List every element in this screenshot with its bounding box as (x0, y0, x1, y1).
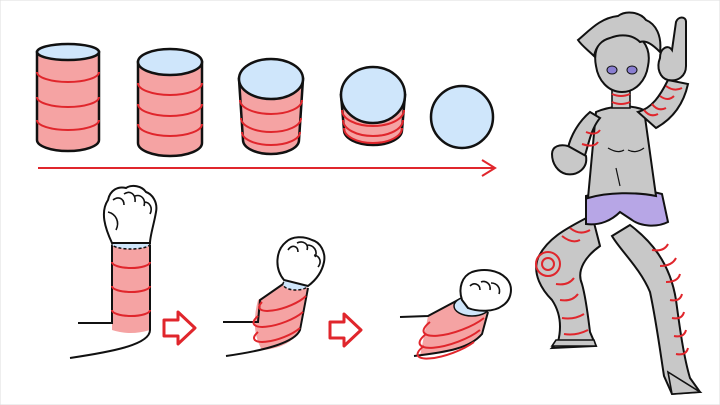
hollow-right-arrow-icon (328, 312, 363, 348)
fist-icon (276, 236, 326, 288)
cylinder-3 (237, 57, 305, 156)
cylinder-1 (35, 42, 101, 153)
circle-end-view (429, 84, 495, 150)
hollow-right-arrow-icon (162, 310, 197, 346)
arm-angled-view (223, 236, 326, 357)
cylinder-4 (339, 65, 407, 147)
fist-icon (102, 184, 158, 244)
cylinder-2 (136, 47, 204, 158)
arm-side-view (69, 184, 158, 359)
long-right-arrow-icon (38, 159, 497, 177)
character-figure (535, 11, 703, 396)
arm-foreshortened-view (399, 269, 512, 360)
fist-icon (459, 269, 512, 312)
